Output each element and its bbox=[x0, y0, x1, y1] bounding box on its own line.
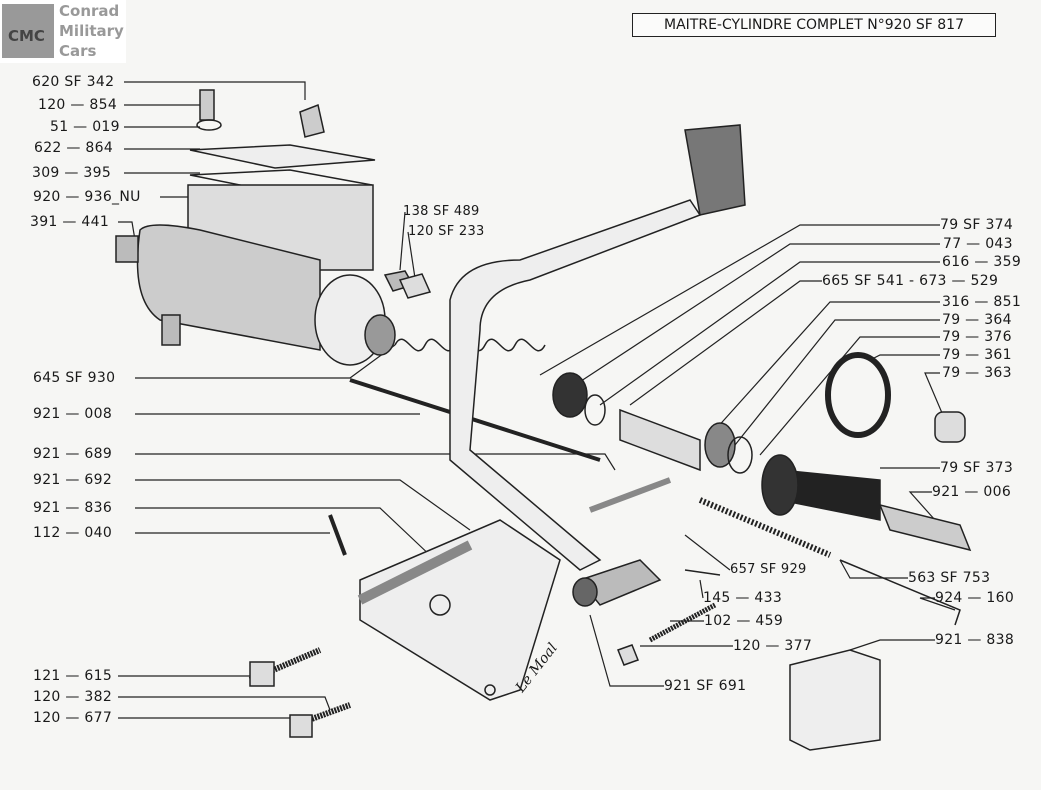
part-label: 921 — 836 bbox=[33, 500, 113, 516]
logo-line1: Conrad bbox=[59, 2, 120, 20]
part-label: 921 — 008 bbox=[33, 406, 113, 422]
part-label: 112 — 040 bbox=[33, 525, 113, 541]
part-label: 921 — 689 bbox=[33, 446, 113, 462]
part-label: 924 — 160 bbox=[935, 590, 1015, 606]
part-label: 921 SF 691 bbox=[664, 678, 747, 694]
part-label: 657 SF 929 bbox=[730, 562, 807, 577]
part-label: 145 — 433 bbox=[703, 590, 783, 606]
master-cylinder bbox=[115, 89, 432, 366]
part-label: 120 — 854 bbox=[38, 97, 118, 113]
part-label: 921 — 692 bbox=[33, 472, 113, 488]
part-label: 79 — 376 bbox=[942, 329, 1012, 345]
part-label: 391 — 441 bbox=[30, 214, 110, 230]
part-label: 138 SF 489 bbox=[403, 204, 480, 219]
part-label: 102 — 459 bbox=[704, 613, 784, 629]
star-badge-icon: CMC bbox=[2, 4, 54, 58]
part-label: 51 — 019 bbox=[50, 119, 120, 135]
part-label: 616 — 359 bbox=[942, 254, 1022, 270]
part-label: 120 — 377 bbox=[733, 638, 813, 654]
pedal-and-bracket bbox=[248, 124, 881, 751]
part-label: 316 — 851 bbox=[942, 294, 1022, 310]
part-label: 620 SF 342 bbox=[32, 74, 115, 90]
logo-line3: Cars bbox=[59, 42, 97, 60]
part-label: 921 — 006 bbox=[932, 484, 1012, 500]
part-label: 921 — 838 bbox=[935, 632, 1015, 648]
leader-lines bbox=[118, 81, 956, 719]
part-label: 645 SF 930 bbox=[33, 370, 116, 386]
part-label: 120 — 382 bbox=[33, 689, 113, 705]
part-label: 665 SF 541 - 673 — 529 bbox=[822, 273, 999, 289]
logo-line2: Military bbox=[59, 22, 124, 40]
part-label: 120 — 677 bbox=[33, 710, 113, 726]
part-label: 79 SF 374 bbox=[940, 217, 1014, 233]
push-rod-spring-seals bbox=[349, 338, 972, 626]
watermark-logo: CMC Conrad Military Cars bbox=[0, 0, 126, 63]
part-label: 79 — 361 bbox=[942, 347, 1012, 363]
part-label: 920 — 936_NU bbox=[33, 189, 141, 205]
part-label: 79 — 363 bbox=[942, 365, 1012, 381]
part-label: 120 SF 233 bbox=[408, 224, 485, 239]
part-label: 77 — 043 bbox=[943, 236, 1013, 252]
part-label: 563 SF 753 bbox=[908, 570, 991, 586]
part-label: 79 — 364 bbox=[942, 312, 1012, 328]
part-label: 622 — 864 bbox=[34, 140, 114, 156]
part-label: 121 — 615 bbox=[33, 668, 113, 684]
part-label: 79 SF 373 bbox=[940, 460, 1014, 476]
diagram-title: MAITRE-CYLINDRE COMPLET N°920 SF 817 bbox=[632, 13, 996, 37]
part-label: 309 — 395 bbox=[32, 165, 112, 181]
